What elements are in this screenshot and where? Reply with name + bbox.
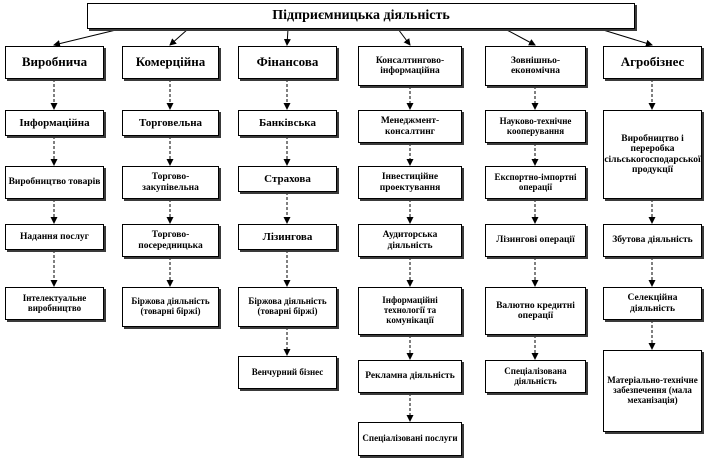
node-investment-design: Інвестиційне проектування xyxy=(358,166,462,199)
node-label: Страхова xyxy=(264,172,311,185)
root-arrow xyxy=(169,28,189,46)
node-export-import: Експортно-імпортні операції xyxy=(485,166,586,199)
node-label: Лізингова xyxy=(262,230,313,243)
node-currency-credit: Валютно кредитні операції xyxy=(485,287,586,335)
node-label: Селекційна діяльність xyxy=(627,293,678,314)
node-label: Експортно-імпортні операції xyxy=(494,171,577,192)
node-label: Лізингові операції xyxy=(496,235,575,246)
node-label: Матеріально-технічне забезпечення (мала … xyxy=(607,375,698,405)
root-arrow xyxy=(397,28,411,46)
node-label: Інформаційні технології та комунікації xyxy=(382,295,438,325)
category-label: Виробнича xyxy=(21,54,88,70)
category-label: Агробізнес xyxy=(620,54,685,70)
node-sales: Збутова діяльність xyxy=(603,224,702,257)
node-label: Біржова діяльність (товарні біржі) xyxy=(131,296,210,316)
node-specialized-services: Спеціалізовані послуги xyxy=(358,422,462,456)
node-label: Рекламна діяльність xyxy=(365,371,455,382)
node-trade: Торговельна xyxy=(122,110,219,136)
node-label: Спеціалізовані послуги xyxy=(362,433,458,444)
node-material-supply: Матеріально-технічне забезпечення (мала … xyxy=(603,350,702,432)
category-financial: Фінансова xyxy=(238,46,337,79)
category-label: Фінансова xyxy=(256,54,319,70)
root-arrow xyxy=(599,28,653,47)
node-label: Аудиторська діяльність xyxy=(382,230,438,251)
node-intellectual-production: Інтелектуальне виробництво xyxy=(5,287,104,320)
node-it-communications: Інформаційні технології та комунікації xyxy=(358,287,462,335)
category-agribusiness: Агробізнес xyxy=(603,46,702,79)
root-arrow xyxy=(53,28,121,47)
node-venture-business: Венчурний бізнес xyxy=(238,356,337,389)
node-trade-purchasing: Торгово-закупівельна xyxy=(122,166,219,199)
node-label: Науково-технічне кооперування xyxy=(499,115,572,136)
node-insurance: Страхова xyxy=(238,166,337,192)
node-agri-production: Виробництво і переробка сільськогосподар… xyxy=(603,110,702,199)
node-selection: Селекційна діяльність xyxy=(603,287,702,320)
node-management-consulting: Менеджмент-консалтинг xyxy=(358,110,462,143)
node-leasing: Лізингова xyxy=(238,224,337,250)
node-label: Торгово-посередницька xyxy=(138,230,203,251)
node-label: Інформаційна xyxy=(19,116,90,129)
root-node: Підприємницька діяльність xyxy=(87,3,635,29)
node-label: Виробництво товарів xyxy=(8,177,101,188)
node-exchange-activity: Біржова діяльність (товарні біржі) xyxy=(122,287,219,327)
node-label: Надання послуг xyxy=(20,231,89,242)
node-banking: Банківська xyxy=(238,110,337,136)
node-services: Надання послуг xyxy=(5,224,104,250)
node-label: Інтелектуальне виробництво xyxy=(22,292,87,313)
category-production: Виробнича xyxy=(5,46,104,79)
root-arrow xyxy=(283,28,291,46)
node-label: Торгово-закупівельна xyxy=(142,172,199,193)
node-label: Торговельна xyxy=(138,116,203,129)
category-foreign-economic: Зовнішньо-економічна xyxy=(485,46,586,86)
category-label: Консалтингово-інформаційна xyxy=(375,55,445,76)
node-label: Біржова діяльність (товарні біржі) xyxy=(248,296,327,316)
node-trade-intermediary: Торгово-посередницька xyxy=(122,224,219,257)
node-label: Менеджмент-консалтинг xyxy=(380,116,440,137)
node-audit: Аудиторська діяльність xyxy=(358,224,462,257)
node-scientific-cooperation: Науково-технічне кооперування xyxy=(485,110,586,143)
category-consulting: Консалтингово-інформаційна xyxy=(358,46,462,86)
category-label: Зовнішньо-економічна xyxy=(510,55,561,76)
node-label: Виробництво і переробка сільськогосподар… xyxy=(604,133,701,175)
category-label: Комерційна xyxy=(135,54,206,70)
node-label: Валютно кредитні операції xyxy=(496,300,575,321)
node-label: Банківська xyxy=(259,116,316,129)
node-information: Інформаційна xyxy=(5,110,104,136)
category-commercial: Комерційна xyxy=(122,46,219,79)
node-label: Спеціалізована діяльність xyxy=(504,365,567,386)
node-advertising: Рекламна діяльність xyxy=(358,360,462,393)
node-label: Венчурний бізнес xyxy=(251,366,324,377)
root-arrow xyxy=(504,28,536,46)
node-leasing-operations: Лізингові операції xyxy=(485,224,586,257)
node-specialized-activity: Спеціалізована діяльність xyxy=(485,360,586,393)
node-label: Збутова діяльність xyxy=(612,235,693,246)
node-label: Інвестиційне проектування xyxy=(379,172,441,193)
node-exchange-activity-financial: Біржова діяльність (товарні біржі) xyxy=(238,287,337,327)
root-label: Підприємницька діяльність xyxy=(272,8,450,24)
node-goods-production: Виробництво товарів xyxy=(5,166,104,199)
